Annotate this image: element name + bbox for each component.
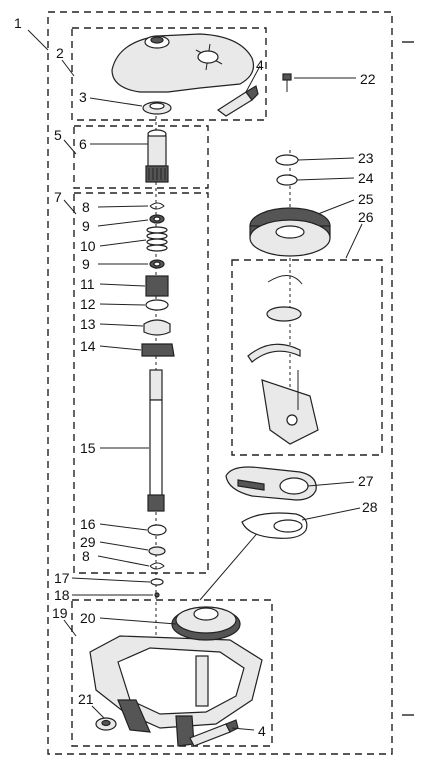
group-7-box xyxy=(73,192,209,574)
shaft-threads xyxy=(149,369,163,401)
callout-25: 25 xyxy=(358,191,374,207)
leader-lines xyxy=(27,29,363,731)
stack-parts-7 xyxy=(141,202,175,570)
callout-26: 26 xyxy=(358,209,374,225)
seal-3 xyxy=(142,101,172,115)
assembly-1-frame xyxy=(47,11,393,755)
callout-4-bottom: 4 xyxy=(258,723,266,739)
nut-21 xyxy=(95,717,117,731)
callout-8a: 8 xyxy=(82,199,90,215)
washer-17 xyxy=(150,578,164,586)
group-2-box xyxy=(71,27,267,121)
callout-20: 20 xyxy=(80,610,96,626)
group-19-box xyxy=(71,599,273,747)
callout-11: 11 xyxy=(80,276,95,292)
right-stack xyxy=(247,154,331,445)
callout-14: 14 xyxy=(80,338,96,354)
callout-12: 12 xyxy=(80,296,96,312)
callout-9a: 9 xyxy=(82,218,90,234)
washer-23 xyxy=(275,154,299,166)
callout-4-top: 4 xyxy=(256,57,264,73)
callout-27: 27 xyxy=(358,473,374,489)
gear-20 xyxy=(171,606,241,641)
callout-16: 16 xyxy=(80,516,96,532)
group-26-box xyxy=(231,259,383,456)
callout-22: 22 xyxy=(360,71,376,87)
cam-13 xyxy=(143,319,171,336)
ball-18 xyxy=(154,592,160,598)
grease-tube-bottom xyxy=(189,719,239,747)
callout-18: 18 xyxy=(54,587,70,603)
shift-lever-27 xyxy=(225,466,317,501)
callout-1: 1 xyxy=(14,15,22,31)
clutch-14 xyxy=(141,343,175,357)
group-5-box xyxy=(73,125,209,189)
callout-8b: 8 xyxy=(82,548,90,564)
callout-28: 28 xyxy=(362,499,378,515)
washer-24 xyxy=(276,174,298,186)
gearcase-cover xyxy=(111,33,255,93)
grease-tube-top xyxy=(216,85,259,117)
callout-7: 7 xyxy=(54,189,62,205)
pinion-6 xyxy=(145,129,169,183)
bearing-16 xyxy=(147,524,167,536)
callout-2: 2 xyxy=(56,45,64,61)
washer-12 xyxy=(145,299,169,311)
callout-9b: 9 xyxy=(82,256,90,272)
gearcase-base-19 xyxy=(89,635,263,747)
spacer-28 xyxy=(241,512,308,539)
callout-15: 15 xyxy=(80,440,96,456)
callout-29: 29 xyxy=(80,534,96,550)
callout-13: 13 xyxy=(80,316,96,332)
gear-25 xyxy=(249,207,331,257)
callout-23: 23 xyxy=(358,150,374,166)
callout-21: 21 xyxy=(78,691,94,707)
callout-17: 17 xyxy=(54,570,70,586)
spring-10 xyxy=(146,226,168,252)
washer-29 xyxy=(148,546,166,556)
screw-22 xyxy=(282,73,292,92)
assembly-lead xyxy=(199,529,261,601)
callout-19: 19 xyxy=(52,605,68,621)
callout-6: 6 xyxy=(79,136,87,152)
shaft-15 xyxy=(149,399,163,511)
callout-10: 10 xyxy=(80,238,96,254)
callout-3: 3 xyxy=(79,89,87,105)
callout-5: 5 xyxy=(54,127,62,143)
gear-11 xyxy=(145,275,169,297)
callout-24: 24 xyxy=(358,170,374,186)
